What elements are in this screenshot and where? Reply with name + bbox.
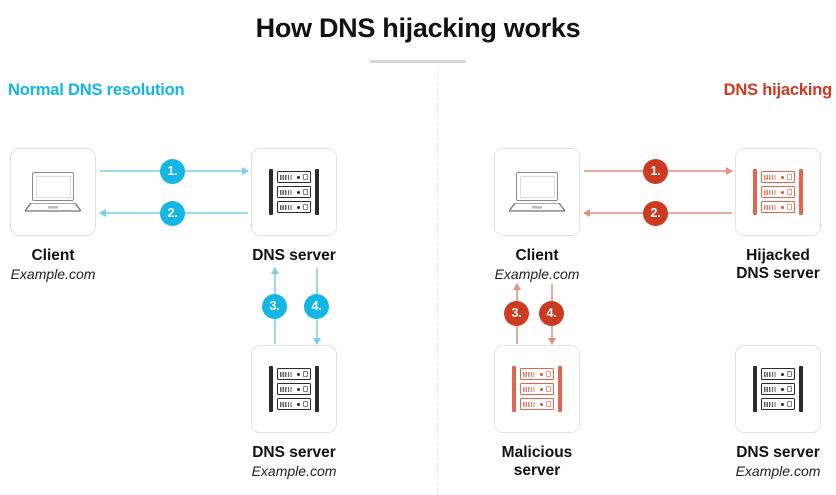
left-dns-top-box [251,148,337,236]
right-malicious-box [494,345,580,433]
server-icon [753,366,803,412]
right-client-box [494,148,580,236]
left-dns-bottom-caption: DNS server [252,444,336,461]
right-dns-subtitle: Example.com [735,462,821,479]
panel-label-hijack: DNS hijacking [723,81,833,99]
right-node-malicious: Malicious server [494,345,602,480]
left-client-caption: Client [31,247,75,264]
left-badge-step-2: 2. [160,201,185,226]
right-node-client: Client Example.com [494,148,602,283]
left-dns-top-caption: DNS server [252,247,336,264]
left-badge-step-3: 3. [262,294,287,319]
server-icon [269,169,319,215]
laptop-icon [509,172,565,212]
left-badge-step-4: 4. [304,294,329,319]
left-dns-bottom-box [251,345,337,433]
right-dns-box [735,345,821,433]
right-node-hijacked: Hijacked DNS server [735,148,836,283]
laptop-icon [25,172,81,212]
page-title: How DNS hijacking works [255,13,581,43]
right-hijacked-caption-line2: DNS server [736,264,820,282]
server-icon-red [512,366,562,412]
right-node-dns: DNS server Example.com [735,345,836,480]
right-malicious-caption-line2: server [513,461,561,479]
right-hijacked-box [735,148,821,236]
right-badge-step-1: 1. [643,159,668,184]
right-dns-caption: DNS server [736,444,820,461]
panel-divider-line [437,68,438,495]
right-badge-step-2: 2. [643,201,668,226]
left-node-dns-top: DNS server [251,148,359,265]
server-icon-red [753,169,803,215]
server-icon [269,366,319,412]
right-malicious-caption-line1: Malicious [501,444,573,461]
left-client-subtitle: Example.com [10,265,96,282]
right-badge-step-3: 3. [504,301,529,326]
left-client-box [10,148,96,236]
left-node-dns-bottom: DNS server Example.com [251,345,359,480]
left-dns-bottom-subtitle: Example.com [251,462,337,479]
right-client-subtitle: Example.com [494,265,580,282]
title-divider-rule [370,60,466,63]
right-badge-step-4: 4. [539,301,564,326]
left-node-client: Client Example.com [10,148,118,283]
right-hijacked-caption-line1: Hijacked [746,247,810,264]
left-badge-step-1: 1. [160,159,185,184]
panel-label-normal: Normal DNS resolution [8,81,185,99]
right-client-caption: Client [515,247,559,264]
